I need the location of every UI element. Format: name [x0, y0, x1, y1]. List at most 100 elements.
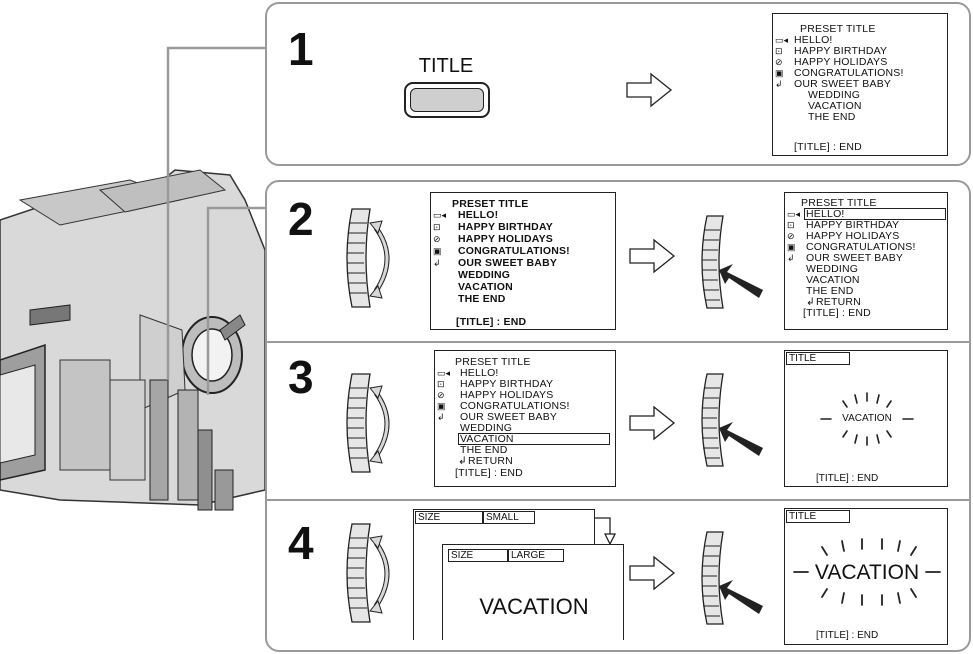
step-4-number: 4 — [288, 517, 314, 569]
menu-item: HAPPY BIRTHDAY — [460, 378, 554, 390]
title-button[interactable] — [404, 82, 490, 118]
menu-item: VACATION — [460, 433, 514, 445]
cake-icon: ⊡ — [787, 220, 795, 230]
title-label-box: TITLE — [786, 510, 850, 523]
menu-header: PRESET TITLE — [801, 197, 877, 209]
arrow-down-icon — [594, 517, 617, 546]
title-text-large: VACATION — [814, 561, 920, 584]
size-value: SMALL — [483, 511, 535, 524]
menu-footer: [TITLE] : END — [456, 316, 527, 328]
menu-footer: [TITLE] : END — [455, 467, 523, 479]
menu-item: THE END — [808, 111, 856, 123]
menu-item: CONGRATULATIONS! — [806, 241, 916, 253]
congrats-icon: ▣ — [787, 242, 796, 252]
dial-turn-icon[interactable] — [338, 518, 398, 628]
arrow-right-icon — [629, 238, 676, 274]
sparkle-rays — [793, 538, 941, 606]
step-3-number: 3 — [288, 351, 314, 403]
dial-press-icon[interactable] — [697, 370, 767, 470]
folder-icon: ▭◂ — [437, 368, 451, 378]
title-text-small: VACATION — [842, 413, 892, 424]
title-button-label: TITLE — [418, 55, 474, 77]
arrow-right-icon — [629, 555, 676, 591]
congrats-icon: ▣ — [775, 68, 784, 78]
menu-item: HAPPY HOLIDAYS — [794, 56, 888, 68]
screen-3-menu-vacation: PRESET TITLE ▭◂ HELLO! ⊡ HAPPY BIRTHDAY … — [434, 350, 616, 487]
menu-return: RETURN — [468, 455, 513, 467]
return-icon: ↲ — [787, 253, 795, 263]
size-label: SIZE — [448, 549, 508, 562]
cake-icon: ⊡ — [433, 222, 441, 232]
menu-item: OUR SWEET BABY — [458, 257, 558, 269]
return-arrow-icon: ↲ — [806, 296, 815, 308]
selection-highlight — [804, 208, 946, 220]
cake-icon: ⊡ — [775, 46, 783, 56]
screen-2-preset-menu: PRESET TITLE ▭◂ HELLO! ⊡ HAPPY BIRTHDAY … — [430, 192, 616, 330]
size-value: LARGE — [508, 549, 564, 562]
menu-item: HAPPY HOLIDAYS — [460, 389, 554, 401]
holiday-icon: ⊘ — [775, 57, 783, 67]
arrow-right-icon — [626, 72, 673, 108]
menu-item: CONGRATULATIONS! — [460, 400, 570, 412]
congrats-icon: ▣ — [437, 401, 446, 411]
menu-header: PRESET TITLE — [455, 356, 531, 368]
menu-item: HELLO! — [806, 208, 845, 220]
congrats-icon: ▣ — [433, 246, 442, 256]
divider — [267, 499, 969, 501]
dial-press-icon[interactable] — [697, 528, 767, 628]
folder-icon: ▭◂ — [775, 35, 789, 45]
menu-item: CONGRATULATIONS! — [794, 67, 904, 79]
holiday-icon: ⊘ — [433, 234, 441, 244]
step-1-number: 1 — [288, 23, 314, 75]
camcorder-illustration — [0, 169, 266, 511]
menu-item: HELLO! — [794, 34, 833, 46]
title-text-large: VACATION — [479, 594, 589, 619]
menu-item: WEDDING — [460, 422, 513, 434]
menu-item: HAPPY HOLIDAYS — [806, 230, 900, 242]
menu-item: HAPPY BIRTHDAY — [794, 45, 888, 57]
menu-item: OUR SWEET BABY — [460, 411, 558, 423]
menu-item: WEDDING — [806, 263, 859, 275]
size-label: SIZE — [415, 511, 483, 524]
menu-item: WEDDING — [458, 269, 511, 281]
menu-item: THE END — [806, 285, 854, 297]
screen-4-size-large: SIZE LARGE VACATION — [442, 544, 624, 640]
screen-4-title-preview: TITLE VACATION [TITLE] : END — [784, 508, 948, 645]
return-icon: ↲ — [775, 79, 783, 89]
return-icon: ↲ — [437, 412, 445, 422]
folder-icon: ▭◂ — [433, 210, 447, 220]
menu-item: VACATION — [458, 281, 513, 293]
dial-turn-icon[interactable] — [338, 368, 398, 478]
folder-icon: ▭◂ — [787, 209, 801, 219]
arrow-right-icon — [629, 405, 676, 441]
menu-item: WEDDING — [808, 89, 861, 101]
menu-item: OUR SWEET BABY — [794, 78, 892, 90]
menu-footer: [TITLE] : END — [794, 141, 862, 153]
menu-item: VACATION — [806, 274, 860, 286]
screen-2-menu-selected: PRESET TITLE ▭◂ HELLO! ⊡ HAPPY BIRTHDAY … — [784, 192, 948, 330]
dial-turn-icon[interactable] — [338, 203, 398, 313]
menu-item: HAPPY BIRTHDAY — [458, 221, 553, 233]
menu-item: HAPPY BIRTHDAY — [806, 219, 900, 231]
selection-highlight — [458, 433, 610, 445]
screen-footer: [TITLE] : END — [816, 473, 879, 484]
menu-footer: [TITLE] : END — [803, 307, 871, 319]
menu-return: RETURN — [816, 296, 861, 308]
menu-item: OUR SWEET BABY — [806, 252, 904, 264]
holiday-icon: ⊘ — [787, 231, 795, 241]
cake-icon: ⊡ — [437, 379, 445, 389]
menu-item: HAPPY HOLIDAYS — [458, 233, 553, 245]
screen-1-preset-menu: PRESET TITLE ▭◂ HELLO! ⊡ HAPPY BIRTHDAY … — [772, 13, 948, 156]
step-2-number: 2 — [288, 193, 314, 245]
screen-footer: [TITLE] : END — [816, 630, 879, 641]
divider — [267, 341, 969, 343]
title-label-box: TITLE — [786, 352, 850, 365]
menu-item: HELLO! — [458, 209, 499, 221]
menu-item: THE END — [460, 444, 508, 456]
menu-header: PRESET TITLE — [452, 198, 529, 210]
dial-press-icon[interactable] — [697, 212, 767, 312]
menu-item: THE END — [458, 293, 506, 305]
menu-item: CONGRATULATIONS! — [458, 245, 570, 257]
menu-item: VACATION — [808, 100, 862, 112]
